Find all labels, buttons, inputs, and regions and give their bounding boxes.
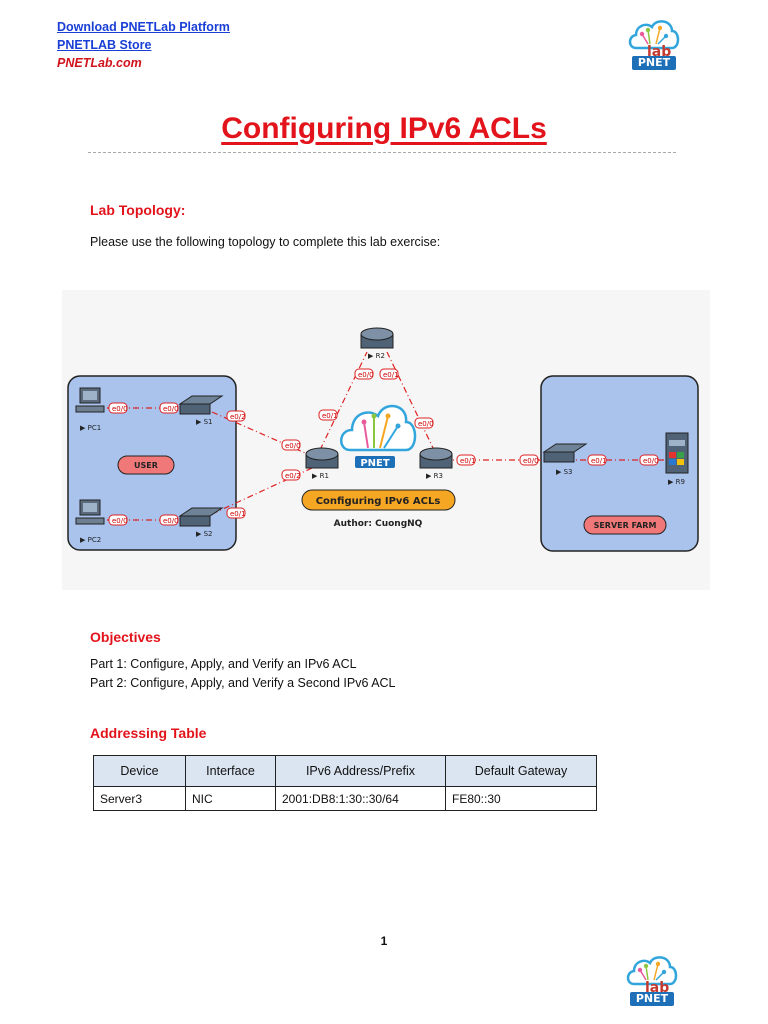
- iface-label: e0/1: [587, 454, 607, 466]
- iface-label: e0/1: [318, 409, 338, 421]
- user-zone-label: USER: [134, 461, 158, 470]
- user-zone-pill: [117, 455, 175, 475]
- author-text: Author: CuongNQ: [334, 519, 423, 529]
- svg-text:e0/1: e0/1: [383, 371, 399, 379]
- router-r3-icon: [419, 447, 453, 469]
- pc2-icon: [75, 499, 105, 525]
- topology-diagram: e0/0 e0/0 e0/0 e0/0 e0/2 e0/1 e0/0 e0/2 …: [62, 290, 710, 590]
- label-pc2: ▶ PC2: [80, 536, 101, 544]
- svg-text:PNET: PNET: [360, 458, 390, 469]
- cell-interface: NIC: [185, 786, 276, 811]
- svg-text:e0/0: e0/0: [523, 457, 539, 465]
- server-r9-icon: [665, 432, 689, 474]
- iface-label: e0/0: [639, 454, 659, 466]
- router-r2-icon: [360, 327, 394, 349]
- svg-text:e0/0: e0/0: [163, 405, 179, 413]
- svg-text:e0/0: e0/0: [643, 457, 659, 465]
- switch-s1-icon: [178, 395, 224, 415]
- pc1-icon: [75, 387, 105, 413]
- label-r3: ▶ R3: [426, 472, 443, 480]
- iface-label: e0/0: [281, 439, 301, 451]
- iface-label: e0/0: [108, 402, 128, 414]
- site-link[interactable]: PNETLab.com: [57, 56, 142, 70]
- page-number: 1: [380, 934, 388, 948]
- page-title: Configuring IPv6 ACLs: [221, 112, 547, 145]
- label-r1: ▶ R1: [312, 472, 329, 480]
- iface-label: e0/2: [226, 410, 246, 422]
- label-r9: ▶ R9: [668, 478, 685, 486]
- addressing-table-heading: Addressing Table: [90, 725, 207, 741]
- router-r1-icon: [305, 447, 339, 469]
- svg-text:e0/2: e0/2: [285, 472, 301, 480]
- col-default-gateway: Default Gateway: [445, 755, 597, 787]
- title-divider: [88, 152, 676, 153]
- label-s2: ▶ S2: [196, 530, 213, 538]
- addressing-table: Device Interface IPv6 Address/Prefix Def…: [93, 755, 597, 811]
- svg-text:e0/1: e0/1: [230, 510, 246, 518]
- svg-text:e0/0: e0/0: [163, 517, 179, 525]
- store-link[interactable]: PNETLAB Store: [57, 38, 152, 52]
- lab-banner: [301, 489, 456, 511]
- col-interface: Interface: [185, 755, 276, 787]
- iface-label: e0/0: [159, 514, 179, 526]
- server-farm-pill: [583, 515, 667, 535]
- svg-text:e0/1: e0/1: [591, 457, 607, 465]
- iface-label: e0/0: [108, 514, 128, 526]
- server-farm-zone: [540, 375, 699, 552]
- header-links: Download PNETLab Platform PNETLAB Store …: [57, 18, 230, 72]
- lab-topology-intro: Please use the following topology to com…: [90, 235, 441, 249]
- download-link[interactable]: Download PNETLab Platform: [57, 20, 230, 34]
- iface-label: e0/0: [354, 368, 374, 380]
- pnet-logo-bottom: lab PNET: [624, 950, 680, 1008]
- pnet-logo-top: lab PNET: [626, 14, 682, 72]
- server-farm-label: SERVER FARM: [594, 521, 657, 530]
- objective-item: Part 1: Configure, Apply, and Verify an …: [90, 657, 357, 671]
- label-r2: ▶ R2: [368, 352, 385, 360]
- cloud-icon: lab: [628, 20, 680, 60]
- iface-label: e0/1: [456, 454, 476, 466]
- cell-device: Server3: [93, 786, 186, 811]
- pnet-badge: PNET: [632, 56, 676, 70]
- switch-s3-icon: [542, 443, 588, 463]
- switch-s2-icon: [178, 507, 224, 527]
- table-header-row: Device Interface IPv6 Address/Prefix Def…: [93, 755, 597, 787]
- label-s3: ▶ S3: [556, 468, 573, 476]
- cell-default-gateway: FE80::30: [445, 786, 597, 811]
- iface-label: e0/0: [414, 417, 434, 429]
- label-s1: ▶ S1: [196, 418, 213, 426]
- svg-text:e0/2: e0/2: [230, 413, 246, 421]
- table-row: Server3 NIC 2001:DB8:1:30::30/64 FE80::3…: [93, 786, 597, 811]
- svg-text:e0/0: e0/0: [358, 371, 374, 379]
- svg-text:e0/1: e0/1: [460, 457, 476, 465]
- col-ipv6-address: IPv6 Address/Prefix: [275, 755, 446, 787]
- svg-text:e0/0: e0/0: [285, 442, 301, 450]
- iface-label: e0/0: [159, 402, 179, 414]
- lab-banner-text: Configuring IPv6 ACLs: [316, 496, 441, 507]
- iface-label: e0/2: [281, 469, 301, 481]
- col-device: Device: [93, 755, 186, 787]
- pnet-badge: PNET: [630, 992, 674, 1006]
- svg-text:e0/0: e0/0: [112, 517, 128, 525]
- objective-item: Part 2: Configure, Apply, and Verify a S…: [90, 676, 396, 690]
- cell-ipv6-address: 2001:DB8:1:30::30/64: [275, 786, 446, 811]
- lab-topology-heading: Lab Topology:: [90, 202, 186, 218]
- objectives-heading: Objectives: [90, 629, 161, 645]
- cloud-icon: lab: [626, 956, 678, 996]
- svg-text:e0/1: e0/1: [322, 412, 338, 420]
- label-pc1: ▶ PC1: [80, 424, 101, 432]
- svg-text:e0/0: e0/0: [418, 420, 434, 428]
- iface-label: e0/1: [379, 368, 399, 380]
- iface-label: e0/0: [519, 454, 539, 466]
- iface-label: e0/1: [226, 507, 246, 519]
- svg-text:e0/0: e0/0: [112, 405, 128, 413]
- pnet-center-logo: PNET: [340, 404, 417, 469]
